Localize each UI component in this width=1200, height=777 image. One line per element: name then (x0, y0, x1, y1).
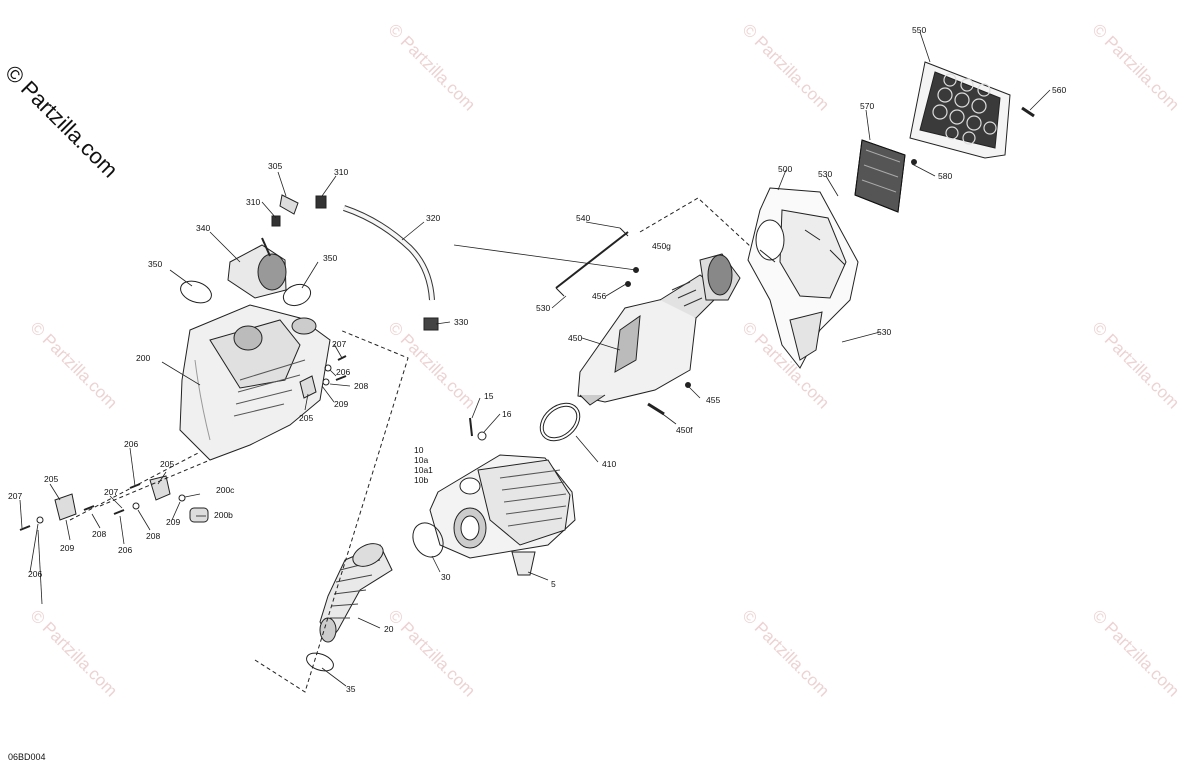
callout-209: 209 (334, 399, 349, 409)
strip-450f (647, 402, 665, 416)
clamp-410 (539, 402, 581, 442)
clamp-35 (306, 652, 334, 672)
callout-560: 560 (1052, 85, 1067, 95)
clip-310 (271, 195, 327, 227)
callout-310: 310 (334, 167, 349, 177)
callout-200c: 200c (216, 485, 235, 495)
callout-200b: 200b (214, 510, 233, 520)
callout-208: 208 (92, 529, 107, 539)
callout-209: 209 (60, 543, 75, 553)
rod-540 (555, 231, 629, 289)
callout-30: 30 (441, 572, 451, 582)
diagram-code: 06BD004 (8, 752, 46, 762)
callout-530: 530 (818, 169, 833, 179)
callout-206: 206 (28, 569, 43, 579)
leader-dashed (254, 329, 409, 693)
callout-208: 208 (146, 531, 161, 541)
filter-570 (854, 139, 906, 213)
callout-16: 16 (502, 409, 512, 419)
callout-580: 580 (938, 171, 953, 181)
callout-330: 330 (454, 317, 469, 327)
callout-207: 207 (332, 339, 347, 349)
callout-530: 530 (536, 303, 551, 313)
duct-450 (577, 253, 741, 406)
callout-207: 207 (8, 491, 23, 501)
clamp-350 (180, 280, 212, 304)
callout-340: 340 (196, 223, 211, 233)
callout-207: 207 (104, 487, 119, 497)
hardware-group (19, 355, 347, 531)
callout-320: 320 (426, 213, 441, 223)
adapter-340 (227, 237, 287, 299)
callout-450f: 450f (676, 425, 693, 435)
callout-350: 350 (148, 259, 163, 269)
cover-550 (909, 61, 1011, 159)
callout-10b: 10b (414, 475, 429, 485)
callout-200: 200 (136, 353, 151, 363)
callout-305: 305 (268, 161, 283, 171)
callout-530: 530 (877, 327, 892, 337)
callout-206: 206 (124, 439, 139, 449)
hose-320 (343, 205, 435, 301)
callout-206: 206 (336, 367, 351, 377)
callout-20: 20 (384, 624, 394, 634)
callout-15: 15 (484, 391, 494, 401)
fitting-305 (279, 194, 299, 215)
callout-205: 205 (160, 459, 175, 469)
callout-410: 410 (602, 459, 617, 469)
callout-455: 455 (706, 395, 721, 405)
callout-570: 570 (860, 101, 875, 111)
callout-550: 550 (912, 25, 927, 35)
airbox-200 (179, 304, 331, 461)
cap-5 (511, 551, 536, 576)
callout-205: 205 (299, 413, 314, 423)
callout-35: 35 (346, 684, 356, 694)
callout-450: 450 (568, 333, 583, 343)
screw-580 (911, 159, 917, 165)
callout-10a: 10a (414, 455, 429, 465)
bracket-500 (747, 187, 859, 369)
clamp-30 (412, 522, 444, 558)
hose-20 (319, 543, 393, 643)
callout-205: 205 (44, 474, 59, 484)
callout-5: 5 (551, 579, 556, 589)
callout-206: 206 (118, 545, 133, 555)
airbox-10 (429, 454, 576, 559)
callout-450g: 450g (652, 241, 671, 251)
valve-330 (423, 317, 439, 331)
callout-350: 350 (323, 253, 338, 263)
plug-200b (189, 507, 209, 523)
callout-209: 209 (166, 517, 181, 527)
leader-lines (19, 31, 1051, 687)
leader-dashed (639, 197, 751, 247)
bolt-15 (469, 417, 473, 437)
callout-208: 208 (354, 381, 369, 391)
washer-16 (477, 431, 487, 441)
screw-560 (1021, 106, 1035, 118)
callout-500: 500 (778, 164, 793, 174)
callout-310: 310 (246, 197, 261, 207)
callout-10: 10 (414, 445, 424, 455)
callout-10a1: 10a1 (414, 465, 433, 475)
callout-456: 456 (592, 291, 607, 301)
callout-540: 540 (576, 213, 591, 223)
